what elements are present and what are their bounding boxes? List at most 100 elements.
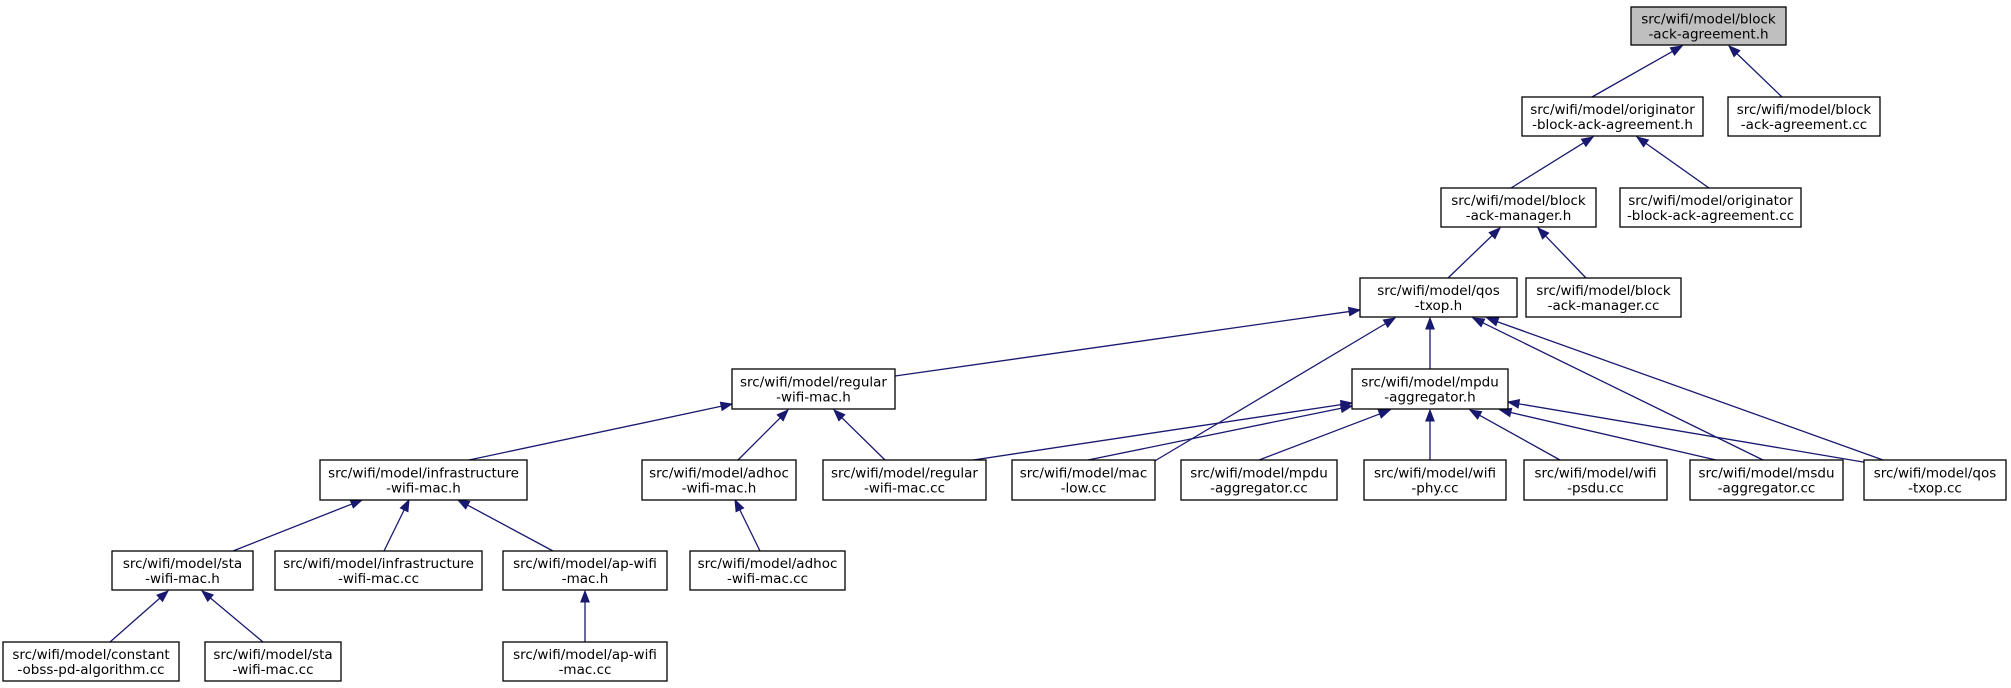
node-box — [1727, 96, 1881, 137]
node-box — [1525, 277, 1682, 318]
node-label-line: -aggregator.cc — [1210, 481, 1308, 497]
edge-block-ack-manager-h-to-originator-block-ack-agreement-h — [1510, 136, 1595, 189]
node-box — [1863, 459, 2007, 501]
edge-line — [1482, 322, 1764, 461]
node-msdu-aggregator-cc[interactable]: src/wifi/model/msdu-aggregator.cc — [1689, 459, 1844, 501]
node-block-ack-manager-h[interactable]: src/wifi/model/block-ack-manager.h — [1440, 187, 1597, 228]
node-originator-block-ack-agreement-cc[interactable]: src/wifi/model/originator-block-ack-agre… — [1619, 187, 1802, 228]
node-label-line: -low.cc — [1061, 481, 1107, 497]
edge-block-ack-manager-cc-to-block-ack-manager-h — [1537, 226, 1587, 279]
edge-regular-wifi-mac-cc-to-regular-wifi-mac-h — [832, 409, 886, 461]
node-label-line: -wifi-mac.cc — [864, 481, 945, 497]
node-regular-wifi-mac-cc[interactable]: src/wifi/model/regular-wifi-mac.cc — [822, 459, 987, 501]
node-block-ack-agreement-h[interactable]: src/wifi/model/block-ack-agreement.h — [1630, 6, 1787, 46]
edge-adhoc-wifi-mac-h-to-regular-wifi-mac-h — [737, 409, 789, 461]
node-label-line: src/wifi/model/sta — [213, 647, 332, 663]
arrowhead-icon — [1580, 136, 1595, 148]
node-label-line: -wifi-mac.h — [386, 481, 461, 497]
node-qos-txop-h[interactable]: src/wifi/model/qos-txop.h — [1359, 277, 1518, 318]
node-label-line: -block-ack-agreement.h — [1532, 117, 1693, 133]
edge-line — [1591, 50, 1673, 98]
node-label-line: src/wifi/model/mpdu — [1190, 466, 1328, 482]
node-constant-obss-pd-algorithm-cc[interactable]: src/wifi/model/constant-obss-pd-algorith… — [2, 641, 180, 682]
arrowhead-icon — [1339, 403, 1354, 414]
arrowhead-icon — [1382, 317, 1397, 329]
node-label-line: src/wifi/model/originator — [1628, 193, 1793, 209]
node-wifi-psdu-cc[interactable]: src/wifi/model/wifi-psdu.cc — [1523, 459, 1668, 501]
node-qos-txop-cc[interactable]: src/wifi/model/qos-txop.cc — [1863, 459, 2007, 501]
edge-line — [210, 597, 264, 643]
node-label-line: -ack-agreement.h — [1648, 27, 1768, 43]
edge-regular-wifi-mac-h-to-qos-txop-h — [894, 306, 1362, 377]
node-label-line: -aggregator.h — [1384, 390, 1475, 406]
node-box — [502, 641, 668, 682]
node-label-line: src/wifi/model/block — [1536, 283, 1671, 299]
arrowhead-icon — [580, 589, 590, 603]
node-box — [1523, 459, 1668, 501]
node-mac-low-cc[interactable]: src/wifi/model/mac-low.cc — [1011, 459, 1156, 501]
node-mpdu-aggregator-h[interactable]: src/wifi/model/mpdu-aggregator.h — [1351, 368, 1509, 410]
node-ap-wifi-mac-h[interactable]: src/wifi/model/ap-wifi-mac.h — [502, 550, 668, 591]
node-label-line: -mac.cc — [559, 662, 612, 678]
edge-line — [1152, 323, 1386, 463]
edge-line — [1497, 321, 1884, 461]
node-box — [641, 459, 797, 501]
node-label-line: -ack-manager.h — [1466, 208, 1572, 224]
arrowhead-icon — [1727, 45, 1741, 58]
edge-line — [959, 403, 1342, 463]
node-adhoc-wifi-mac-cc[interactable]: src/wifi/model/adhoc-wifi-mac.cc — [689, 550, 846, 591]
node-sta-wifi-mac-h[interactable]: src/wifi/model/sta-wifi-mac.h — [111, 550, 254, 591]
node-infrastructure-wifi-mac-cc[interactable]: src/wifi/model/infrastructure-wifi-mac.c… — [274, 550, 483, 591]
node-box — [1359, 277, 1518, 318]
arrowhead-icon — [719, 401, 734, 412]
node-block-ack-agreement-cc[interactable]: src/wifi/model/block-ack-agreement.cc — [1727, 96, 1881, 137]
node-box — [1011, 459, 1156, 501]
node-box — [1363, 459, 1507, 501]
node-wifi-phy-cc[interactable]: src/wifi/model/wifi-phy.cc — [1363, 459, 1507, 501]
node-label-line: src/wifi/model/adhoc — [649, 466, 789, 482]
node-label-line: -block-ack-agreement.cc — [1627, 208, 1794, 224]
node-label-line: src/wifi/model/infrastructure — [283, 556, 474, 572]
node-label-line: -wifi-mac.h — [776, 390, 851, 406]
node-box — [502, 550, 668, 591]
arrowhead-icon — [1635, 136, 1650, 148]
node-label-line: src/wifi/model/qos — [1874, 466, 1997, 482]
node-label-line: src/wifi/model/adhoc — [698, 556, 838, 572]
node-box — [1521, 96, 1704, 137]
node-originator-block-ack-agreement-h[interactable]: src/wifi/model/originator-block-ack-agre… — [1521, 96, 1704, 137]
node-sta-wifi-mac-cc[interactable]: src/wifi/model/sta-wifi-mac.cc — [204, 641, 342, 682]
arrowhead-icon — [1377, 409, 1392, 419]
node-label-line: src/wifi/model/mac — [1020, 466, 1148, 482]
node-label-line: src/wifi/model/originator — [1530, 102, 1695, 118]
node-label-line: -aggregator.cc — [1718, 481, 1816, 497]
nodes-layer: src/wifi/model/block-ack-agreement.hsrc/… — [2, 6, 2007, 682]
node-label-line: -ack-manager.cc — [1548, 298, 1660, 314]
node-label-line: src/wifi/model/block — [1451, 193, 1586, 209]
node-box — [319, 459, 528, 501]
edge-line — [841, 417, 886, 461]
edge-line — [1510, 411, 1717, 461]
edge-line — [1510, 142, 1585, 189]
node-label-line: -txop.h — [1415, 298, 1462, 314]
arrowhead-icon — [1425, 408, 1435, 422]
edge-line — [383, 509, 405, 552]
edge-line — [468, 405, 722, 461]
node-ap-wifi-mac-cc[interactable]: src/wifi/model/ap-wifi-mac.cc — [502, 641, 668, 682]
edge-line — [1518, 403, 1870, 464]
edge-line — [1087, 407, 1342, 461]
node-mpdu-aggregator-cc[interactable]: src/wifi/model/mpdu-aggregator.cc — [1180, 459, 1338, 501]
node-label-line: -wifi-mac.h — [682, 481, 757, 497]
arrowhead-icon — [832, 409, 846, 422]
node-box — [731, 368, 896, 410]
node-label-line: -ack-agreement.cc — [1741, 117, 1867, 133]
node-adhoc-wifi-mac-h[interactable]: src/wifi/model/adhoc-wifi-mac.h — [641, 459, 797, 501]
edge-ap-wifi-mac-cc-to-ap-wifi-mac-h — [580, 589, 590, 642]
node-label-line: src/wifi/model/regular — [740, 375, 887, 391]
node-block-ack-manager-cc[interactable]: src/wifi/model/block-ack-manager.cc — [1525, 277, 1682, 318]
edge-adhoc-wifi-mac-cc-to-adhoc-wifi-mac-h — [734, 498, 761, 552]
node-infrastructure-wifi-mac-h[interactable]: src/wifi/model/infrastructure-wifi-mac.h — [319, 459, 528, 501]
node-box — [1630, 6, 1787, 46]
node-regular-wifi-mac-h[interactable]: src/wifi/model/regular-wifi-mac.h — [731, 368, 896, 410]
node-label-line: src/wifi/model/block — [1737, 102, 1872, 118]
